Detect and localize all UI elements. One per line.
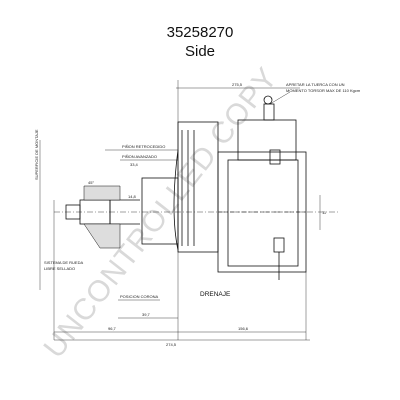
crown-position-label: POSICION CORONA [120, 294, 159, 299]
mounting-surface-label: SUPERFICIE DE MONTAJE [34, 129, 39, 180]
torque-max-note: MOMENTO TORSOR MAX DE 110 Kgcm [286, 88, 361, 93]
seal-system-note: SISTEMA DE RUEDA [44, 260, 83, 265]
dimension-lines [39, 80, 321, 341]
pinion-advanced-label: PIÑON AVANZADO [122, 154, 157, 159]
view-label: Side [184, 43, 216, 60]
dim-total: 274,5 [166, 342, 177, 347]
part-number-title: 35258270 [166, 24, 234, 41]
pinion-retracted-label: PIÑON RETROCEDIDO [122, 144, 165, 149]
dim-334: 33,4 [130, 162, 139, 167]
watermark-text: UNCONTROLLED COPY [38, 61, 285, 364]
flange-section [83, 185, 121, 249]
dim-148: 14,8 [128, 194, 137, 199]
drain-label: DRENAJE [200, 291, 231, 298]
dim-45: 45° [88, 180, 94, 185]
dim-96: 96,7 [108, 326, 117, 331]
dim-overall: 275,5 [232, 82, 243, 87]
tighten-nut-note: APRETAR LA TUERCA CON UN [286, 82, 345, 87]
free-sealed-note: LIBRE SELLADO [44, 266, 75, 271]
dim-39: 39,7 [142, 312, 151, 317]
dim-156: 156,6 [238, 326, 249, 331]
dim-11: 11 [322, 210, 327, 215]
